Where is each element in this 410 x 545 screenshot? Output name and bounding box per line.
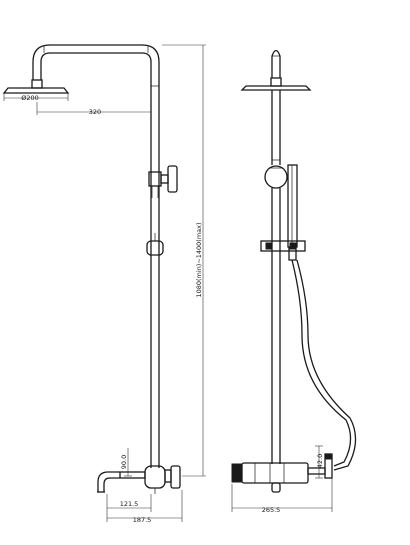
- front-riser-pipe: [150, 160, 160, 468]
- side-depth-label: 265.5: [262, 506, 281, 514]
- front-diverter-knob: [148, 165, 178, 198]
- front-mixer-body: [119, 465, 181, 494]
- front-dimensions: Ø200 320 1080(min)~1400(max) 90.0 121.5 …: [3, 44, 206, 524]
- handshower-offset-label: 42.0: [316, 454, 324, 468]
- side-dimensions: 42.0 265.5: [231, 445, 333, 514]
- side-riser-pipe: [271, 159, 281, 464]
- spout-reach-label: 121.5: [120, 500, 139, 508]
- head-diameter-label: Ø200: [21, 94, 39, 102]
- side-slide-holder: [260, 240, 306, 252]
- side-shower-hose: [291, 259, 357, 471]
- side-view: [231, 49, 357, 493]
- side-hose-connector: [307, 453, 333, 479]
- front-top-arm: [32, 44, 160, 160]
- front-shower-head: [2, 79, 70, 94]
- spout-height-label: 90.0: [120, 455, 128, 469]
- side-shower-head: [240, 77, 312, 91]
- side-diverter-knob: [264, 165, 288, 189]
- front-bath-spout: [97, 471, 120, 493]
- bottom-width-label: 187.5: [133, 516, 152, 524]
- side-top-pipe: [271, 49, 281, 165]
- side-mixer-body: [231, 462, 309, 493]
- height-range-label: 1080(min)~1400(max): [195, 222, 203, 297]
- front-view: [2, 44, 181, 494]
- front-slide-bracket: [146, 233, 164, 256]
- arm-reach-label: 320: [89, 108, 101, 116]
